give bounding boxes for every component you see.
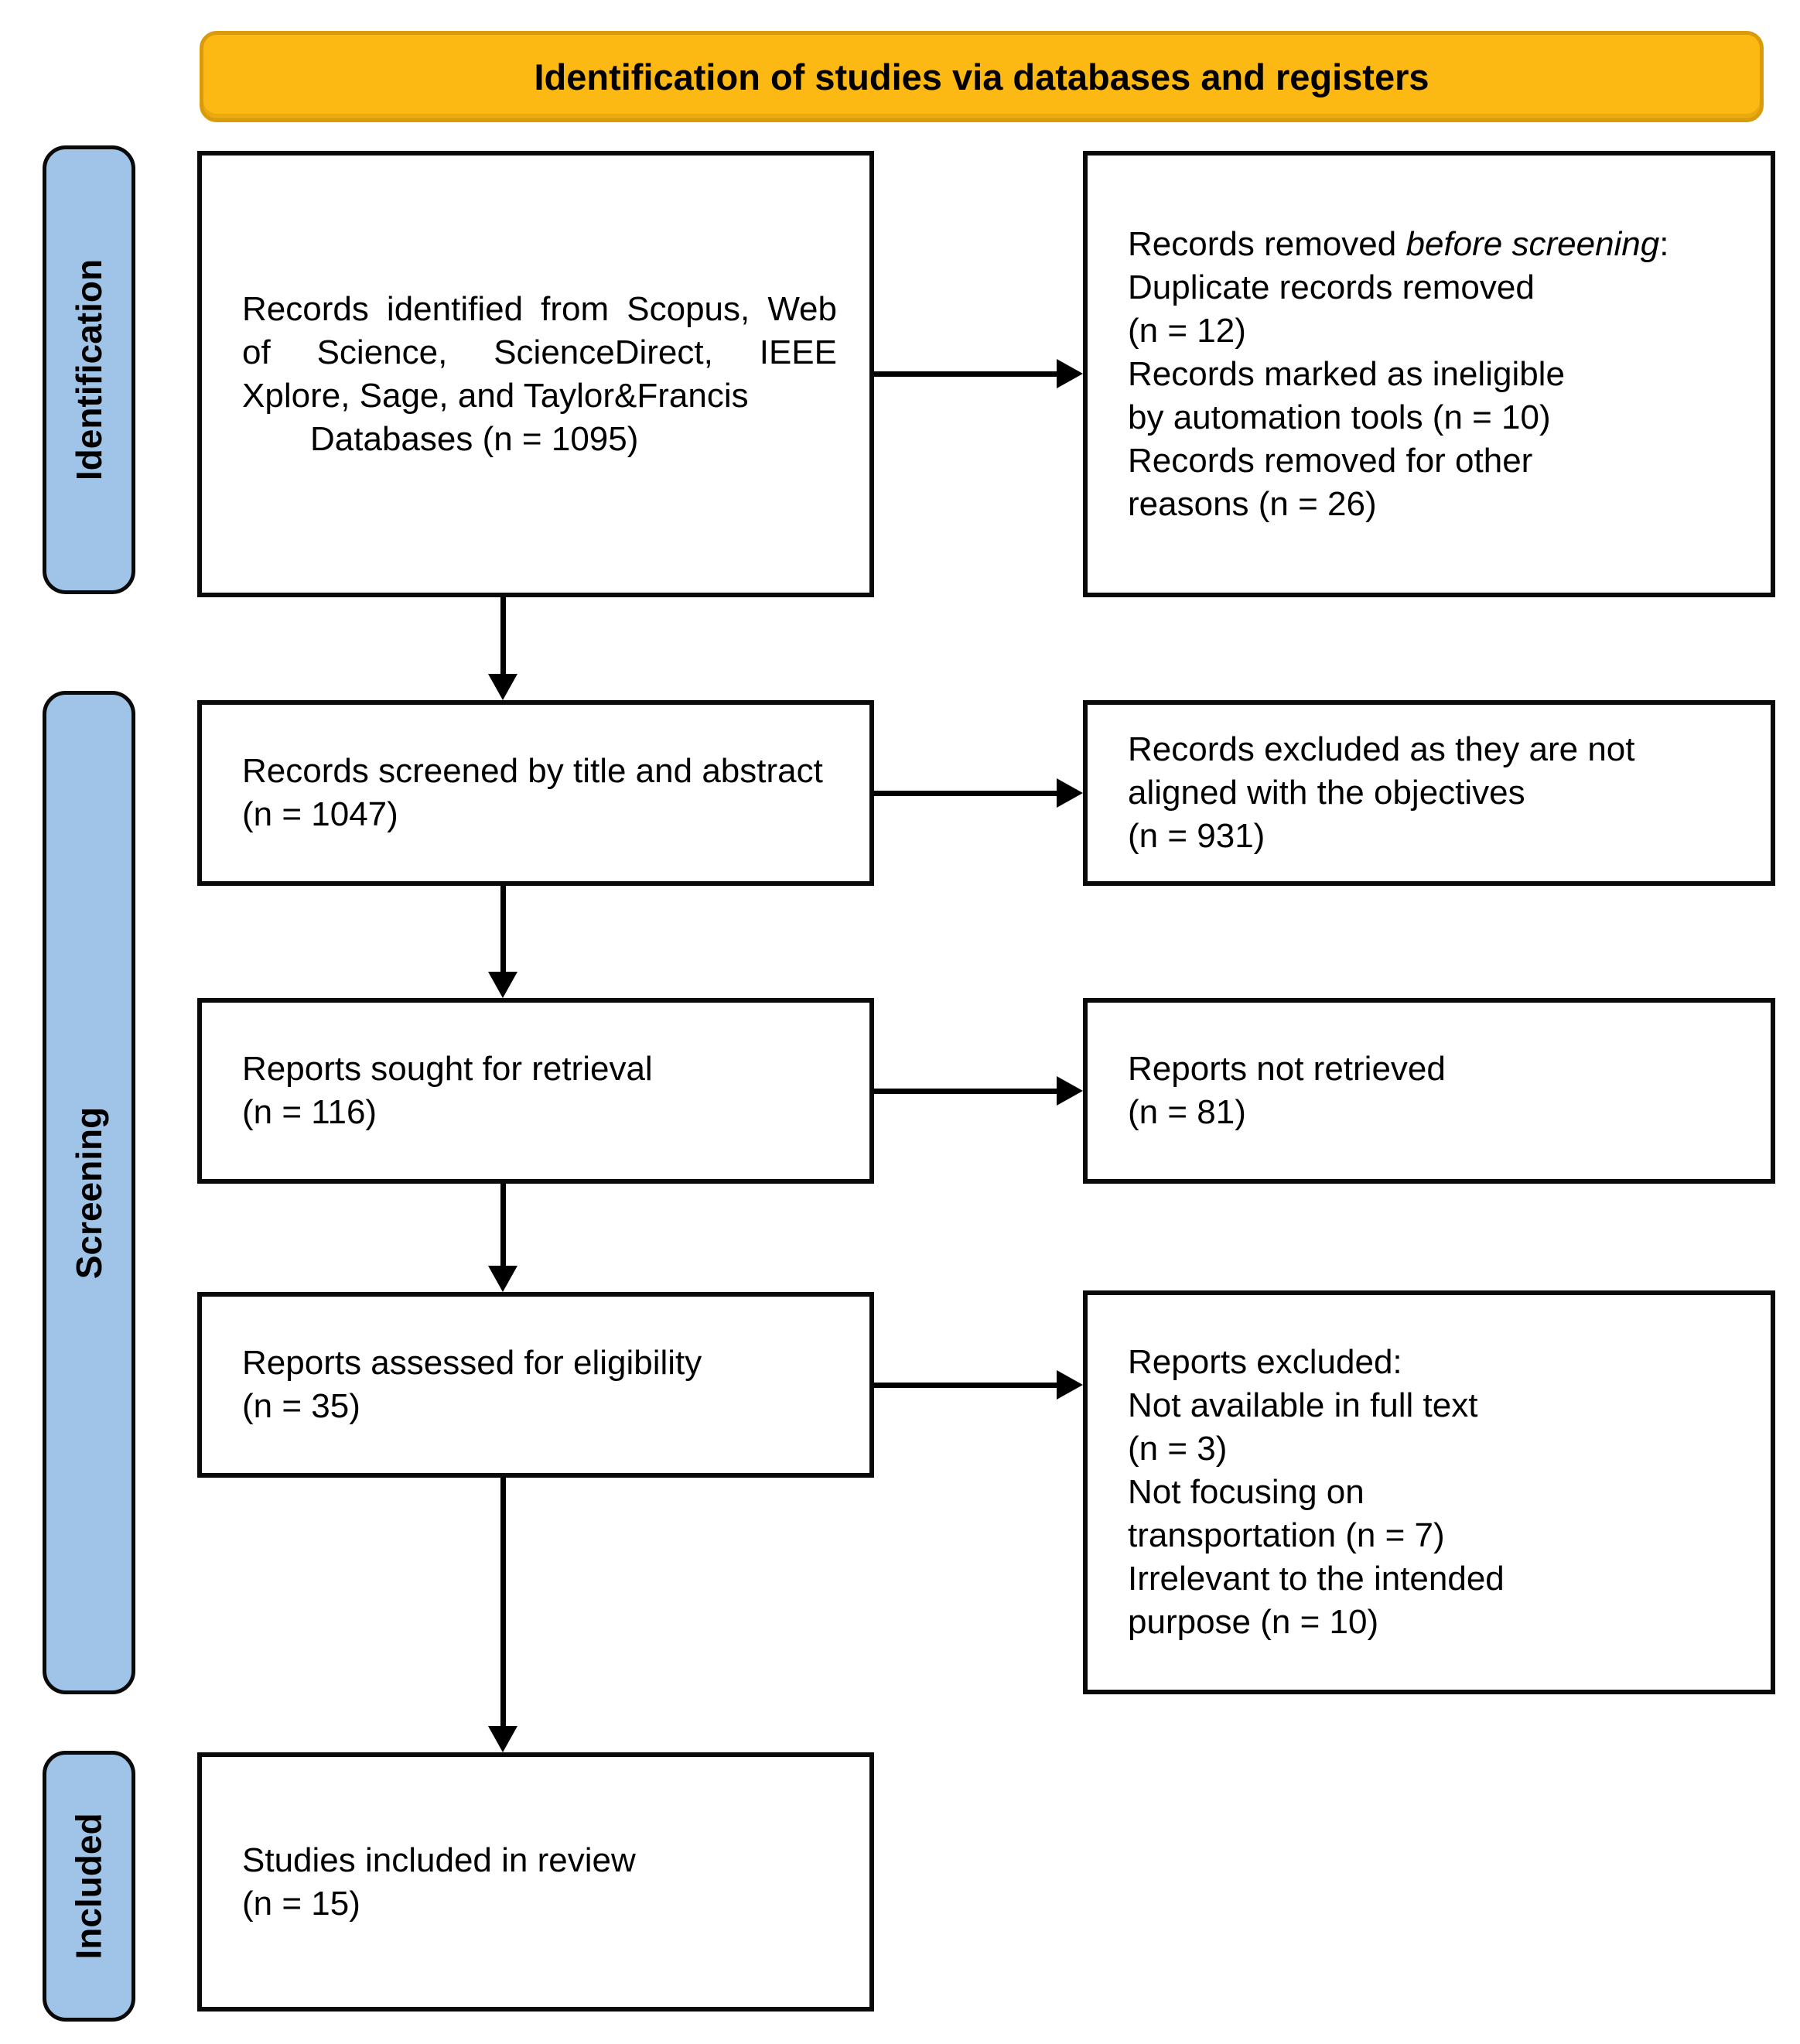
stage-included-text: Included [69, 1813, 109, 1960]
box-records-screened: Records screened by title and abstract (… [197, 700, 874, 886]
box-records-excluded: Records excluded as they are not aligned… [1083, 700, 1775, 886]
arrow-identified-to-screened-head [488, 674, 517, 700]
box-records-removed-before-screening: Records removed before screening: Duplic… [1083, 151, 1775, 597]
box-reports-excluded: Reports excluded: Not available in full … [1083, 1290, 1775, 1694]
arrow-assessed-to-reportsexcluded-stem [874, 1383, 1060, 1388]
removed-item-duplicates: Duplicate records removed (n = 12) [1128, 268, 1535, 350]
reports-assessed-count: (n = 35) [242, 1387, 360, 1425]
arrow-identified-to-removed-stem [874, 371, 1060, 377]
stage-screening-text: Screening [69, 1106, 110, 1279]
arrow-sought-to-notretrieved-stem [874, 1089, 1060, 1094]
stage-label-screening: Screening [43, 691, 135, 1694]
stage-identification-text: Identification [69, 258, 110, 481]
studies-included-label: Studies included in review [242, 1841, 636, 1879]
arrow-screened-to-excluded-head [1057, 778, 1083, 808]
reports-excluded-intro: Reports excluded: [1128, 1343, 1402, 1381]
records-screened-label: Records screened by title and abstract [242, 752, 823, 790]
box-records-identified: Records identified from Scopus, Web of S… [197, 151, 874, 597]
arrow-assessed-to-included-stem [500, 1478, 506, 1726]
stage-label-identification: Identification [43, 145, 135, 594]
removed-item-other-reasons: Records removed for other reasons (n = 2… [1128, 441, 1533, 523]
box-reports-sought: Reports sought for retrieval (n = 116) [197, 998, 874, 1184]
arrow-identified-to-removed-head [1057, 359, 1083, 388]
reports-not-retrieved-label: Reports not retrieved [1128, 1050, 1446, 1088]
reports-sought-label: Reports sought for retrieval [242, 1050, 653, 1088]
reports-sought-count: (n = 116) [242, 1093, 377, 1131]
arrow-identified-to-screened-stem [500, 597, 506, 674]
arrow-sought-to-assessed-head [488, 1266, 517, 1292]
arrow-sought-to-assessed-stem [500, 1184, 506, 1266]
stage-label-included: Included [43, 1751, 135, 2022]
records-identified-text: Records identified from Scopus, Web of S… [242, 289, 837, 415]
removed-item-automation: Records marked as ineligible by automati… [1128, 354, 1565, 436]
reports-excluded-item-transportation: Not focusing on transportation (n = 7) [1128, 1473, 1445, 1554]
arrow-assessed-to-reportsexcluded-head [1057, 1370, 1083, 1400]
box-reports-not-retrieved: Reports not retrieved (n = 81) [1083, 998, 1775, 1184]
box-studies-included: Studies included in review (n = 15) [197, 1752, 874, 2012]
arrow-assessed-to-included-head [488, 1726, 517, 1752]
records-screened-count: (n = 1047) [242, 795, 398, 833]
reports-excluded-item-irrelevant: Irrelevant to the intended purpose (n = … [1128, 1560, 1505, 1641]
arrow-screened-to-sought-stem [500, 886, 506, 972]
arrow-screened-to-sought-head [488, 972, 517, 998]
title-banner: Identification of studies via databases … [200, 31, 1764, 122]
records-removed-intro-plain: Records removed [1128, 224, 1406, 263]
box-reports-assessed: Reports assessed for eligibility (n = 35… [197, 1292, 874, 1478]
records-removed-intro-italic: before screening [1406, 224, 1660, 263]
reports-assessed-label: Reports assessed for eligibility [242, 1344, 702, 1382]
records-removed-intro-colon: : [1659, 224, 1669, 263]
reports-excluded-item-fulltext: Not available in full text (n = 3) [1128, 1386, 1478, 1468]
reports-not-retrieved-count: (n = 81) [1128, 1093, 1246, 1131]
records-identified-count: Databases (n = 1095) [310, 419, 639, 458]
arrow-screened-to-excluded-stem [874, 791, 1060, 796]
records-removed-intro: Records removed before screening: [1128, 223, 1738, 266]
arrow-sought-to-notretrieved-head [1057, 1076, 1083, 1106]
records-excluded-count: (n = 931) [1128, 817, 1265, 855]
studies-included-count: (n = 15) [242, 1884, 360, 1923]
title-banner-label: Identification of studies via databases … [534, 56, 1429, 97]
records-excluded-label: Records excluded as they are not aligned… [1128, 730, 1635, 812]
